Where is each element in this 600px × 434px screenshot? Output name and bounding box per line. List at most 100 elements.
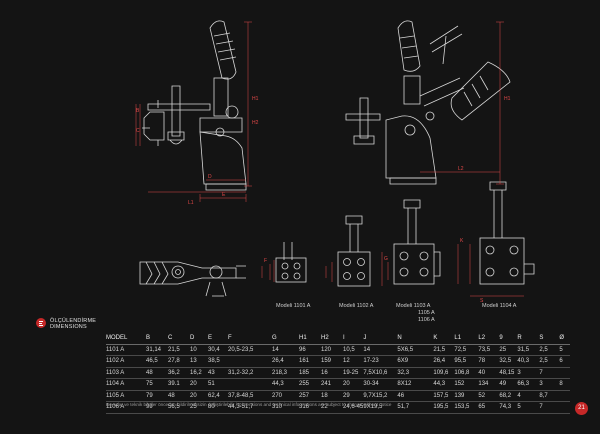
clamp-drawing-1101-views bbox=[139, 242, 307, 297]
table-cell: 27,8 bbox=[168, 358, 180, 365]
clamp-drawing-side-open bbox=[345, 20, 511, 185]
table-cell: 36,2 bbox=[168, 369, 180, 376]
dimensions-table: MODEL B C D E F G H1 H2 I J N K L1 L2 9 … bbox=[106, 333, 571, 414]
table-cell: 31,5 bbox=[517, 346, 530, 353]
clamp-drawing-1103-views bbox=[393, 199, 441, 285]
dim-label: L1 bbox=[188, 200, 194, 206]
dim-label: H2 bbox=[252, 120, 259, 126]
table-cell: 161 bbox=[299, 358, 310, 365]
table-cell: 16 bbox=[321, 369, 328, 376]
table-cell: 95,5 bbox=[454, 358, 467, 365]
dim-label: D bbox=[208, 174, 212, 180]
table-cell bbox=[228, 379, 272, 391]
table-cell: 48 bbox=[168, 392, 175, 399]
table-cell: 99 bbox=[146, 404, 153, 411]
column-header: J bbox=[363, 335, 367, 342]
model-cell: 1105 A bbox=[106, 392, 125, 399]
model-cell: 1106 A bbox=[106, 404, 125, 411]
column-header: D bbox=[190, 335, 195, 342]
dim-label: F bbox=[264, 258, 267, 264]
column-header: S bbox=[539, 335, 544, 342]
table-cell: 16,2 bbox=[190, 369, 202, 376]
table-cell: 56,5 bbox=[168, 404, 180, 411]
table-cell: 18 bbox=[321, 392, 328, 399]
page-number: 21 bbox=[575, 402, 588, 415]
table-cell: 139 bbox=[454, 392, 465, 399]
table-cell: 3 bbox=[539, 381, 543, 388]
table-cell: 20 bbox=[190, 381, 197, 388]
section-title: ÖLÇÜLENDİRME DIMENSIONS bbox=[50, 318, 96, 330]
table-cell: 8,7 bbox=[539, 392, 548, 399]
table-cell: 195,5 bbox=[433, 404, 449, 411]
table-cell: 2,5 bbox=[539, 358, 548, 365]
column-header: K bbox=[433, 335, 438, 342]
table-cell: 5 bbox=[517, 404, 521, 411]
model-cell: 1103 A bbox=[106, 369, 125, 376]
model-cell: 1101 A bbox=[106, 346, 125, 353]
model-label-1105: 1105 A bbox=[418, 310, 435, 316]
dim-label: H1 bbox=[252, 96, 259, 102]
clamp-drawing-1104-views bbox=[479, 181, 535, 285]
table-cell: 316 bbox=[299, 404, 310, 411]
table-cell: 73,5 bbox=[478, 346, 491, 353]
table-cell: 51,7 bbox=[397, 404, 410, 411]
table-cell: 96 bbox=[299, 346, 306, 353]
clamp-drawing-1102-views bbox=[337, 215, 371, 287]
table-cell: 17-23 bbox=[363, 358, 379, 365]
model-label-1104: Modeli 1104 A bbox=[482, 303, 517, 309]
table-cell: 26,4 bbox=[272, 358, 284, 365]
dim-label: K bbox=[460, 238, 464, 244]
table-cell: 159 bbox=[321, 358, 332, 365]
column-header: E bbox=[208, 335, 213, 342]
table-cell: 157,5 bbox=[433, 392, 449, 399]
dim-label: C bbox=[136, 128, 140, 134]
table-cell: 19-25 bbox=[343, 369, 359, 376]
table-cell: 5X6,5 bbox=[397, 346, 414, 353]
table-cell: 14 bbox=[363, 346, 371, 353]
table-header-row: MODEL B C D E F G H1 H2 I J N K L1 L2 9 … bbox=[106, 333, 571, 344]
column-header: G bbox=[272, 335, 277, 342]
table-cell: 22 bbox=[321, 404, 328, 411]
dim-label: B bbox=[136, 108, 140, 114]
table-cell: 153,5 bbox=[454, 404, 470, 411]
model-cell: 1104 A bbox=[106, 381, 125, 388]
table-cell: 31,2-32,2 bbox=[228, 369, 254, 376]
table-cell: 20,5-23,5 bbox=[228, 346, 254, 353]
table-cell: 37,8-48,5 bbox=[228, 392, 254, 399]
table-cell: 257 bbox=[299, 392, 310, 399]
column-header: R bbox=[517, 335, 522, 342]
table-cell: 2,5 bbox=[539, 346, 548, 353]
column-header: C bbox=[168, 335, 173, 342]
section-title-en: DIMENSIONS bbox=[50, 324, 87, 330]
table-cell: 32,5 bbox=[499, 358, 512, 365]
column-header: L2 bbox=[478, 335, 486, 342]
table-cell: 66,3 bbox=[517, 381, 530, 388]
table-cell: 13 bbox=[190, 358, 197, 365]
dim-label: E bbox=[222, 192, 226, 198]
table-cell: 6X9 bbox=[397, 358, 409, 365]
table-cell: 43 bbox=[208, 369, 215, 376]
table-cell: 106,8 bbox=[454, 369, 470, 376]
table-cell: 25 bbox=[499, 346, 507, 353]
table-cell: 255 bbox=[299, 381, 310, 388]
table-cell: 46,5 bbox=[146, 358, 158, 365]
table-cell: 109,6 bbox=[433, 369, 449, 376]
column-header: F bbox=[228, 335, 232, 342]
table-cell: 24,6-45 bbox=[343, 404, 364, 411]
model-label-1102: Modeli 1102 A bbox=[339, 303, 374, 309]
model-cell: 1102 A bbox=[106, 358, 125, 365]
table-cell: 152 bbox=[454, 381, 465, 388]
column-header: I bbox=[343, 335, 345, 342]
table-cell: 12 bbox=[343, 358, 350, 365]
table-cell: 7 bbox=[539, 369, 543, 376]
table-cell: 32,3 bbox=[397, 369, 410, 376]
table-cell: 31,14 bbox=[146, 346, 162, 353]
table-cell: 68,2 bbox=[499, 392, 512, 399]
column-header: L1 bbox=[454, 335, 462, 342]
table-cell: 5 bbox=[559, 346, 563, 353]
table-cell: 49 bbox=[499, 381, 507, 388]
